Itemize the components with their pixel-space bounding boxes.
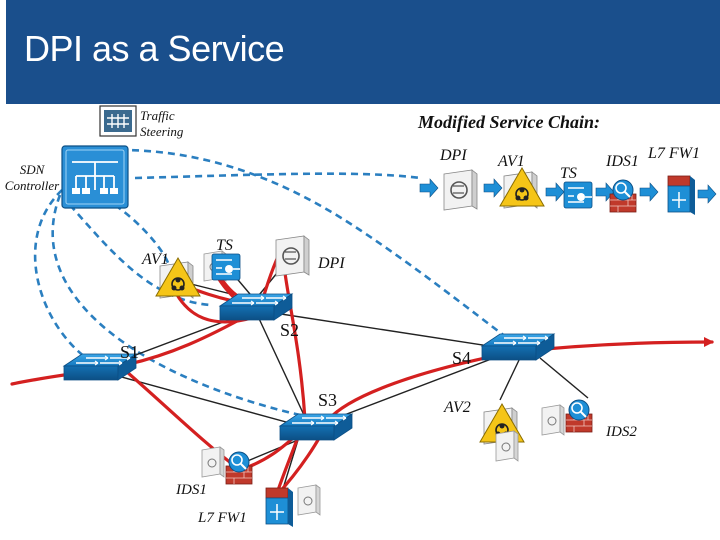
chain-arrow-5 — [639, 182, 659, 202]
link-s4-ids2 — [539, 357, 589, 399]
switch-s2: S2 — [219, 293, 299, 340]
av1-label: AV1 — [141, 251, 169, 268]
device-ids1: IDS1 — [175, 446, 253, 498]
device-av1: AV1 — [141, 251, 201, 299]
service-chain-heading: Modified Service Chain: — [417, 112, 600, 132]
traffic-steering-label-line1: Traffic — [140, 108, 175, 123]
page-title: DPI as a Service — [24, 28, 285, 69]
av2-gray-tile — [495, 430, 519, 462]
switch-s1: S1 — [63, 342, 139, 381]
link-s3-fw1 — [281, 439, 299, 493]
chain-label-ts: TS — [560, 165, 577, 182]
device-fw1: L7 FW1 — [197, 484, 321, 528]
fw1-label: L7 FW1 — [197, 510, 247, 526]
chain-ts-icon — [563, 181, 593, 209]
ts-label: TS — [216, 237, 233, 254]
sdn-controller-label-line1: SDN — [20, 162, 46, 177]
device-ids2: IDS2 — [541, 399, 637, 440]
link-s2-s3 — [254, 309, 311, 429]
ts-icon — [211, 253, 241, 281]
s2-label: S2 — [280, 320, 299, 340]
device-dpi: DPI — [275, 235, 345, 277]
traffic-steering-legend: Traffic Steering — [99, 105, 184, 139]
av2-label: AV2 — [443, 399, 471, 416]
control-channels — [33, 148, 511, 417]
chain-arrow-3 — [545, 182, 565, 202]
traffic-steering-label-line2: Steering — [140, 124, 184, 139]
service-chain: Modified Service Chain: DPI AV1 TS IDS1 … — [417, 112, 717, 216]
flow-fw1-to-s4 — [274, 350, 517, 498]
switch-s3: S3 — [279, 390, 353, 441]
s1-label: S1 — [120, 342, 139, 362]
ids2-icon — [565, 399, 593, 433]
s3-label: S3 — [318, 390, 337, 410]
control-link-s1 — [33, 189, 97, 367]
title-accent — [0, 0, 6, 104]
flow-to-ids1 — [118, 364, 242, 472]
s2-icon — [219, 293, 293, 321]
s3-icon — [279, 413, 353, 441]
s4-label: S4 — [452, 348, 471, 368]
device-av2: AV2 — [443, 399, 525, 462]
link-s4-av2 — [499, 357, 521, 401]
ids1-icon — [225, 451, 253, 485]
link-s2-s4 — [254, 309, 516, 351]
control-link-chain — [134, 172, 421, 180]
dpi-icon — [275, 235, 310, 277]
chain-ids-icon — [609, 179, 637, 213]
switch-s4: S4 — [452, 333, 555, 368]
fw1-gray-tile — [297, 484, 321, 516]
link-s1-s3 — [95, 369, 309, 429]
title-bar: DPI as a Service — [0, 0, 720, 104]
device-ts: TS — [203, 237, 241, 282]
chain-label-fw1: L7 FW1 — [647, 145, 700, 162]
sdn-controller-label-line2: Controller — [5, 178, 60, 193]
control-link-s4 — [119, 148, 511, 342]
sdn-controller: SDN Controller — [5, 145, 129, 209]
chain-av-icon — [499, 167, 545, 209]
fw1-icon — [265, 487, 294, 528]
link-s3-ids1 — [244, 439, 299, 463]
chain-dpi-icon — [443, 169, 478, 211]
ids1-label: IDS1 — [175, 482, 207, 498]
control-link-s2 — [69, 204, 211, 307]
chain-arrow-2 — [483, 178, 503, 198]
ids2-label: IDS2 — [605, 424, 637, 440]
control-link-s3 — [51, 194, 301, 417]
control-link-av1 — [114, 203, 172, 271]
chain-arrow-6 — [697, 184, 717, 204]
chain-label-ids1: IDS1 — [605, 153, 639, 170]
s4-icon — [481, 333, 555, 361]
ids1-gray-tile — [201, 446, 225, 478]
chain-fw-icon — [667, 175, 696, 216]
chain-label-dpi: DPI — [439, 147, 467, 164]
chain-label-av1: AV1 — [497, 153, 525, 170]
dpi-label: DPI — [317, 255, 345, 272]
ids2-gray-tile — [541, 404, 565, 436]
chain-arrow-1 — [419, 178, 439, 198]
